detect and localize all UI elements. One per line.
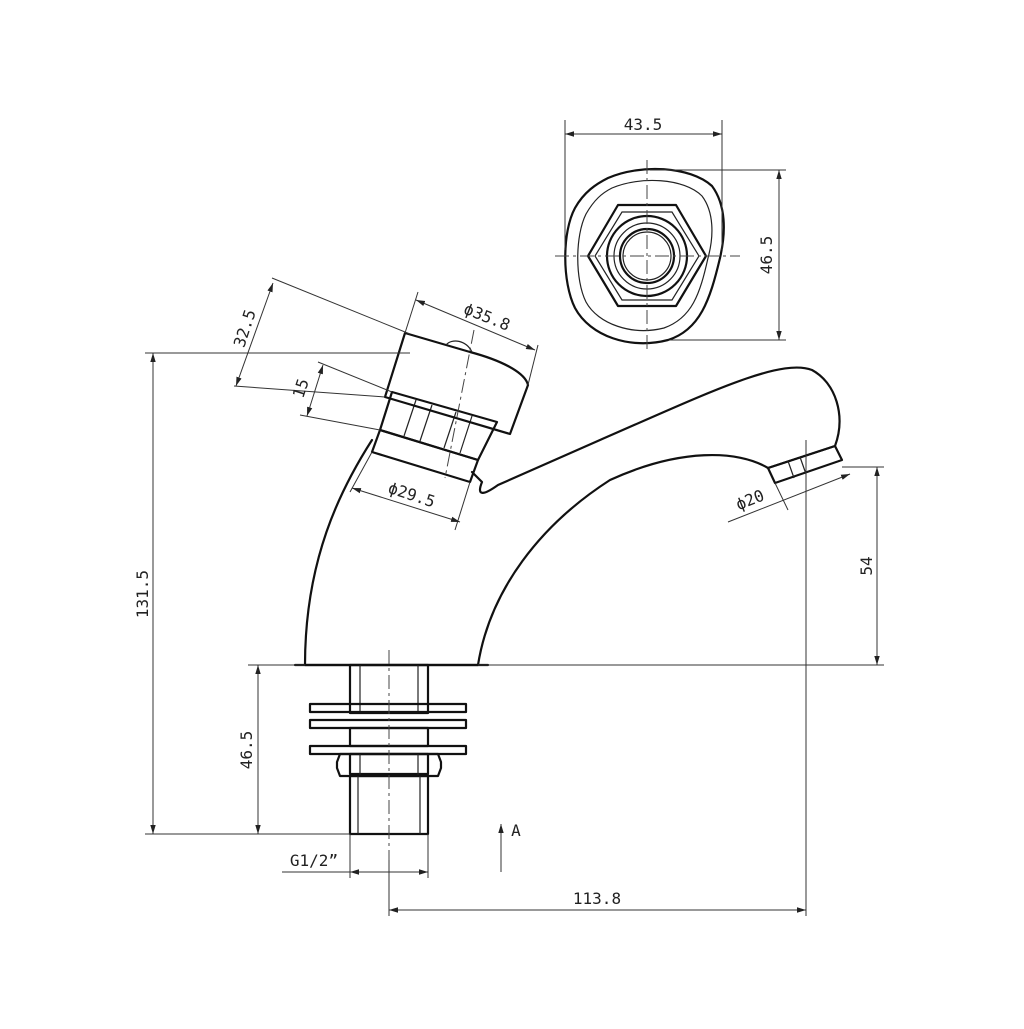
top-view-inner-outline <box>577 179 713 332</box>
dim-handle-height-label: 32.5 <box>230 307 260 350</box>
dim-29-5-line <box>351 487 461 523</box>
dim-reach-label: 113.8 <box>573 889 621 908</box>
faucet-body-outline <box>303 366 841 667</box>
side-dimensions: 131.5 46.5 54 113.8 G1/2” 32.5 15 <box>133 277 884 916</box>
spout-aerator <box>766 444 844 485</box>
dim-shank-length-label: 46.5 <box>237 731 256 770</box>
dim-collar-height-label: 15 <box>289 376 313 400</box>
handle-centerline <box>444 329 475 479</box>
dim-35-8-ext-right <box>527 344 539 386</box>
dim-15-line <box>306 364 324 417</box>
top-view-body-outline <box>564 167 725 345</box>
top-view: 43.5 46.5 <box>555 115 786 350</box>
dim-outlet-diameter-label: ϕ20 <box>733 486 767 514</box>
aerator-groove-1 <box>787 460 795 479</box>
dim-thread-label: G1/2” <box>290 851 338 870</box>
dim-overall-height-label: 131.5 <box>133 570 152 618</box>
dim-15-ext-top <box>317 361 393 393</box>
dim-spout-height-label: 54 <box>857 556 876 575</box>
washer-2 <box>308 718 468 730</box>
dim-29-5-ext-left <box>349 451 373 493</box>
backnut <box>335 752 443 778</box>
dim-15-ext-bottom <box>299 414 381 431</box>
aerator-groove-2 <box>799 456 807 475</box>
valve-stem-hex <box>378 390 499 462</box>
dim-32-5-ext-top <box>271 277 411 335</box>
push-handle-cap <box>383 331 530 436</box>
dim-20-ext <box>774 482 789 511</box>
side-view <box>293 329 844 860</box>
dim-top-width-label: 43.5 <box>624 115 663 134</box>
dim-32-5-line <box>235 282 274 387</box>
washer-3 <box>308 744 468 756</box>
dim-29-5-ext-right <box>454 481 471 531</box>
dim-35-8-line <box>415 299 536 351</box>
top-view-hex-nut-inner <box>594 211 700 301</box>
dim-35-8-ext-left <box>404 291 419 334</box>
washer-1 <box>308 702 468 714</box>
view-marker-label: A <box>511 821 521 840</box>
dim-20-leader <box>727 473 851 523</box>
dim-top-height-label: 46.5 <box>757 236 776 275</box>
